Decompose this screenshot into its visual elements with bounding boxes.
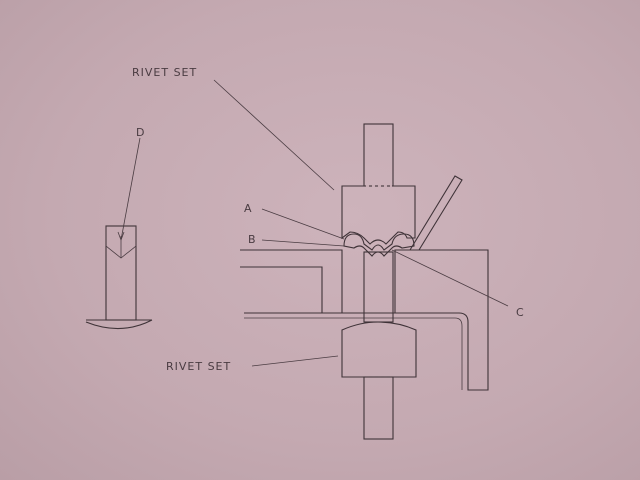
bottom-rivet-set: [341, 321, 417, 440]
rivet-head: [343, 233, 415, 257]
label-rivet-set-bottom: RIVET SET: [166, 360, 231, 373]
label-d: D: [136, 126, 145, 139]
labels: RIVET SET A B C D RIVET SET: [132, 66, 525, 373]
angled-strip: [409, 175, 463, 251]
leader-rivet-set-bottom: [251, 355, 339, 367]
leader-b: [261, 239, 345, 247]
leader-rivet-set-top: [213, 79, 335, 191]
leader-lines: [117, 79, 509, 367]
rivet-shank: [363, 251, 394, 323]
label-a: A: [244, 202, 253, 215]
label-b: B: [248, 233, 257, 246]
leader-a: [261, 208, 345, 240]
leader-d: [120, 137, 141, 241]
label-c: C: [516, 306, 525, 319]
leader-c: [391, 249, 509, 307]
label-rivet-set-top: RIVET SET: [132, 66, 197, 79]
right-plate: [394, 249, 489, 391]
rivet-d: [85, 225, 153, 330]
sheet-layers: [244, 312, 463, 390]
top-rivet-set: [341, 123, 416, 245]
left-plate: [240, 249, 343, 314]
